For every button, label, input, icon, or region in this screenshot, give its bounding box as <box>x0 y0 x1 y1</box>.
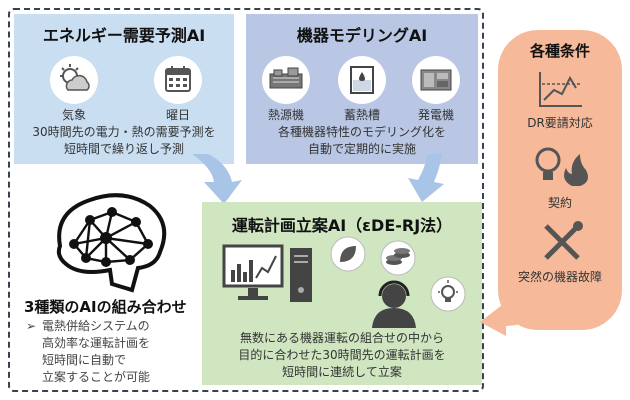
weather-icon <box>50 56 98 104</box>
combination-line2: 高効率な運転計画を <box>42 336 151 350</box>
conditions-panel: 各種条件 DR要請対応 契約 突然の機器故障 <box>498 30 622 330</box>
calendar-icon <box>154 56 202 104</box>
combination-line1: 電熱併給システムの <box>42 319 150 333</box>
bullet-marker: ➢ <box>26 319 37 333</box>
equipment-modeling-ai-panel: 機器モデリングAI 熱源機 蓄熱槽 発電機 各種機器特性のモデリング化を 自動で… <box>246 14 478 164</box>
conditions-title: 各種条件 <box>529 42 590 60</box>
leaf-bubble-icon <box>328 234 368 278</box>
computer-monitor-icon <box>222 242 318 316</box>
ai-system-frame <box>8 8 484 392</box>
combination-heading: 3種類のAIの組み合わせ <box>24 298 187 316</box>
model-to-plan-arrow <box>408 154 444 202</box>
weekday-label: 曜日 <box>165 108 190 122</box>
plan-desc-line3: 短時間に連続して立案 <box>282 365 402 379</box>
coins-bubble-icon <box>378 238 418 282</box>
lightbulb-bubble-icon <box>428 274 468 318</box>
energy-demand-ai-panel: エネルギー需要予測AI 気象 曜日 30時間先の電力・熱の需要予測を 短時間で繰… <box>14 14 234 164</box>
heat-source-machine-icon <box>262 56 310 104</box>
energy-desc-line2: 短時間で繰り返し予測 <box>63 142 184 156</box>
energy-desc-line1: 30時間先の電力・熱の需要予測を <box>32 125 216 139</box>
combination-line4: 立案することが可能 <box>42 370 151 384</box>
weather-label: 気象 <box>61 108 86 122</box>
generator-icon <box>412 56 460 104</box>
contract-label: 契約 <box>547 196 572 210</box>
plan-panel-title: 運転計画立案AI（εDE-RJ法） <box>231 216 453 235</box>
dr-chart-icon <box>536 70 584 114</box>
model-desc-line1: 各種機器特性のモデリング化を <box>277 125 446 139</box>
operator-headset-icon <box>364 280 424 332</box>
plan-desc-line2: 目的に合わせた30時間先の運転計画を <box>238 348 446 362</box>
neural-brain-icon <box>40 186 180 296</box>
conditions-to-plan-arrow <box>480 288 556 336</box>
combination-line3: 短時間に自動で <box>42 353 127 367</box>
model-panel-title: 機器モデリングAI <box>296 26 428 45</box>
model-desc-line2: 自動で定期的に実施 <box>307 142 416 156</box>
generator-label: 発電機 <box>417 108 454 122</box>
plan-desc-line1: 無数にある機器運転の組合せの中から <box>239 331 444 345</box>
energy-to-plan-arrow <box>192 154 242 204</box>
operation-planning-ai-panel: 運転計画立案AI（εDE-RJ法） <box>202 202 482 385</box>
heat-source-label: 熱源機 <box>267 108 304 122</box>
dr-request-label: DR要請対応 <box>527 116 593 130</box>
sudden-failure-label: 突然の機器故障 <box>517 270 602 284</box>
thermal-storage-label: 蓄熱槽 <box>343 108 380 122</box>
electricity-gas-contract-icon <box>528 142 592 194</box>
tools-failure-icon <box>538 220 586 268</box>
energy-panel-title: エネルギー需要予測AI <box>42 26 206 45</box>
thermal-storage-tank-icon <box>338 56 386 104</box>
flow-arrows <box>192 154 444 204</box>
